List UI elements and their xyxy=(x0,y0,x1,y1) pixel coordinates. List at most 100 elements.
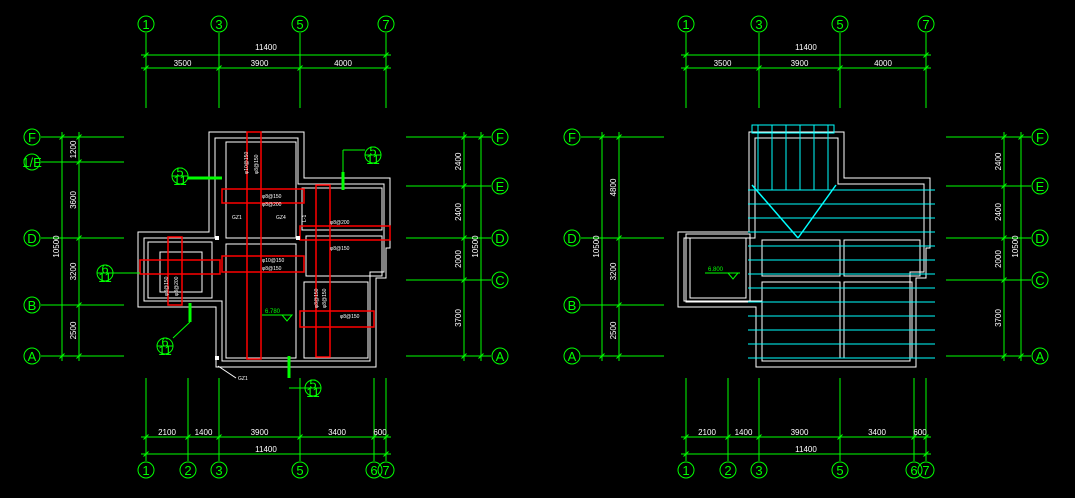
left-axis-bubble-B: B xyxy=(23,296,41,314)
bottom-dim-1: 1400 xyxy=(735,428,753,437)
bottom-dim-1: 1400 xyxy=(195,428,213,437)
inner-wall xyxy=(683,137,925,362)
top-total-tick xyxy=(683,52,689,58)
axis-bubble-circle xyxy=(210,461,228,479)
right-dim-2: 2000 xyxy=(994,250,1003,268)
room-right-mid xyxy=(305,235,383,277)
right-dim-tick xyxy=(461,235,467,241)
member-label-gz1: GZ1 xyxy=(232,215,242,221)
left-axis-bubble-D: D xyxy=(563,229,581,247)
section-mark-sheet: 11 xyxy=(158,343,172,358)
axis-bubble-circle xyxy=(719,461,737,479)
bottom-axis-bubble-1-0: 1 xyxy=(137,461,155,479)
axis-bubble-label: D xyxy=(1035,231,1044,246)
bottom-dim-tick xyxy=(297,434,303,440)
axis-bubble-circle xyxy=(563,229,581,247)
left-axis-bubble-A: A xyxy=(23,347,41,365)
rebar-label: φ10@150 xyxy=(244,152,250,174)
bottom-axis-bubble-3-2: 3 xyxy=(750,461,768,479)
elevation-triangle xyxy=(726,272,740,280)
bottom-dim-tick xyxy=(923,434,929,440)
axis-bubble-circle xyxy=(23,128,41,146)
top-dim-1: 3900 xyxy=(791,59,809,68)
axis-bubble-label: 1/E xyxy=(22,155,42,170)
left-dim-2: 3200 xyxy=(69,262,78,280)
right-dim-1: 2400 xyxy=(454,203,463,221)
bottom-dim-tick xyxy=(383,434,389,440)
bottom-axis-bubble-1-0: 1 xyxy=(677,461,695,479)
bottom-dim-tick xyxy=(371,434,377,440)
roof-hip-line xyxy=(751,184,799,239)
bottom-axis-bubble-3-2: 3 xyxy=(210,461,228,479)
left-total-dim: 10500 xyxy=(592,235,601,258)
axis-bubble-label: 7 xyxy=(382,463,389,478)
right-dim-1: 2400 xyxy=(994,203,1003,221)
rebar-band-horizontal xyxy=(299,225,391,241)
bottom-total-tick xyxy=(683,451,689,457)
axis-bubble-label: B xyxy=(28,298,37,313)
outer-wall xyxy=(677,131,931,368)
bottom-total-tick xyxy=(383,451,389,457)
right-dim-tick xyxy=(1001,353,1007,359)
section-mark-number: 6 xyxy=(161,335,168,350)
bottom-dim-2: 3900 xyxy=(791,428,809,437)
top-dim-tick xyxy=(383,65,389,71)
axis-bubble-label: F xyxy=(1036,130,1044,145)
rebar-band-vertical xyxy=(315,184,331,358)
right-axis-bubble-D: D xyxy=(491,229,509,247)
right-total-tick xyxy=(1018,134,1024,140)
top-total-tick xyxy=(923,52,929,58)
right-total-tick xyxy=(1018,353,1024,359)
bottom-dim-3: 3400 xyxy=(328,428,346,437)
left-dim-tick xyxy=(76,134,82,140)
bottom-axis-bubble-5-3: 5 xyxy=(831,461,849,479)
section-mark-number: 6 xyxy=(101,262,108,277)
axis-bubble-label: 7 xyxy=(922,463,929,478)
column-marker xyxy=(296,236,300,240)
bottom-total-dim: 11400 xyxy=(795,445,817,454)
bottom-dim-4: 600 xyxy=(913,428,927,437)
right-axis-bubble-A: A xyxy=(491,347,509,365)
member-label-gz1-bottom: GZ1 xyxy=(238,376,248,382)
top-axis-bubble-5: 5 xyxy=(291,15,309,33)
section-mark: 611 xyxy=(156,335,174,358)
section-mark-number: 5 xyxy=(176,165,183,180)
rebar-label: φ8@150 xyxy=(330,246,350,252)
top-dim-tick xyxy=(216,65,222,71)
top-dim-1: 3900 xyxy=(251,59,269,68)
axis-bubble-label: A xyxy=(496,349,505,364)
room-left-inner xyxy=(159,251,203,293)
axis-bubble-label: C xyxy=(1035,273,1044,288)
room-right-lower xyxy=(303,281,369,359)
axis-bubble-circle xyxy=(137,461,155,479)
axis-bubble-label: E xyxy=(496,179,505,194)
rebar-label: φ8@150 xyxy=(262,194,282,200)
axis-bubble-circle xyxy=(1031,177,1049,195)
axis-bubble-circle xyxy=(23,229,41,247)
left-dim-tick xyxy=(616,302,622,308)
top-axis-bubble-7: 7 xyxy=(917,15,935,33)
bottom-dim-4: 600 xyxy=(373,428,387,437)
right-dim-tick xyxy=(461,183,467,189)
right-dim-2: 2000 xyxy=(454,250,463,268)
bottom-dim-tick xyxy=(216,434,222,440)
rebar-label: φ8@150 xyxy=(262,266,282,272)
elevation-label: 6.800 xyxy=(708,267,724,273)
left-axis-bubble-A: A xyxy=(563,347,581,365)
bottom-axis-bubble-6-4: 6 xyxy=(905,461,923,479)
left-dim-tick xyxy=(616,134,622,140)
rebar-label: φ10@150 xyxy=(262,258,284,264)
axis-bubble-label: 3 xyxy=(755,463,762,478)
axis-bubble-circle xyxy=(750,15,768,33)
axis-bubble-label: F xyxy=(28,130,36,145)
axis-bubble-label: 5 xyxy=(296,17,303,32)
section-mark: 511 xyxy=(304,377,322,400)
top-total-dim: 11400 xyxy=(795,43,817,52)
bottom-dim-tick xyxy=(756,434,762,440)
bottom-axis-bubble-7-5: 7 xyxy=(377,461,395,479)
top-dim-tick xyxy=(297,65,303,71)
right-dim-tick xyxy=(1001,235,1007,241)
section-mark-sheet: 11 xyxy=(173,173,187,188)
